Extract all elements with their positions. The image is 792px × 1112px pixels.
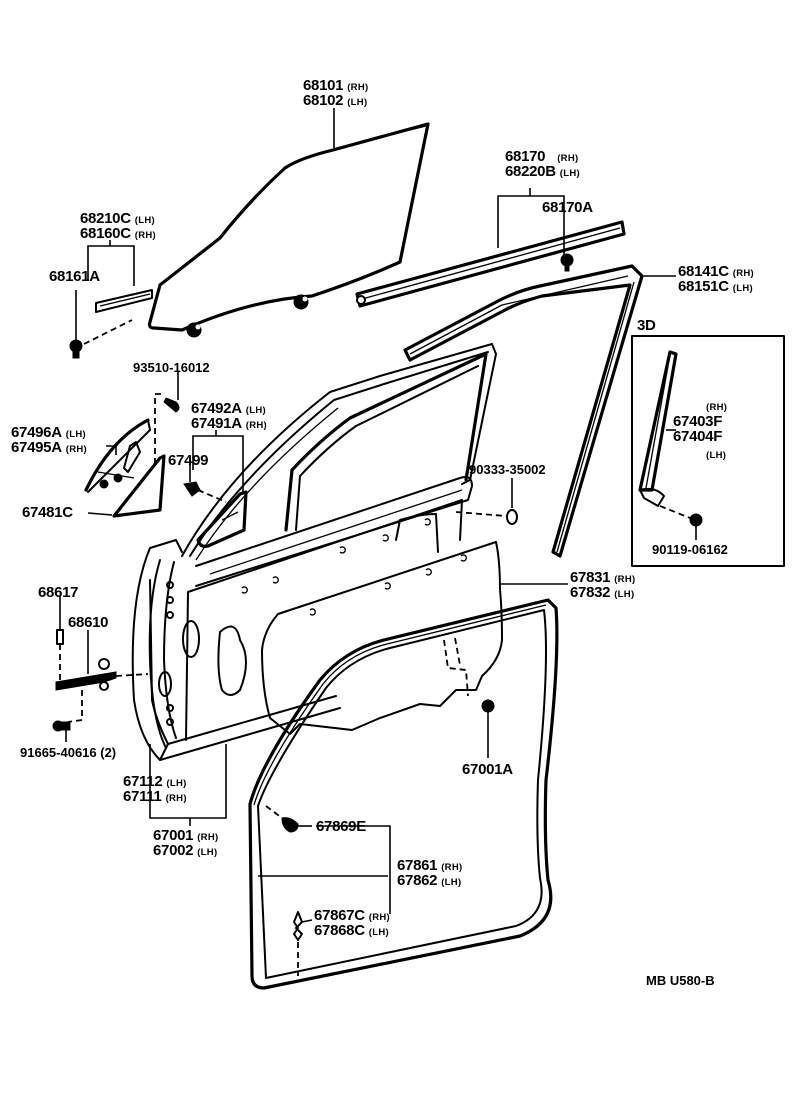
callout-ws-retainer[interactable]: 67867C(RH) 67868C(LH) — [314, 907, 390, 939]
callout-screw[interactable]: 93510-16012 — [133, 360, 210, 375]
callout-glass[interactable]: 68101(RH) 68102(LH) — [303, 77, 369, 109]
callout-inset-screw[interactable]: 90119-06162 — [652, 542, 728, 557]
check-pin[interactable] — [56, 629, 64, 645]
door-weatherstrip[interactable] — [248, 598, 559, 990]
channel-bolt[interactable] — [69, 339, 83, 359]
plug[interactable] — [506, 509, 518, 525]
door-panel[interactable] — [131, 343, 497, 761]
glass-run[interactable] — [403, 264, 644, 558]
callout-run-channel[interactable]: 68210C(LH) 68160C(RH) — [80, 210, 156, 242]
callout-plug[interactable]: 90333-35002 — [469, 462, 546, 477]
quarter-glass[interactable] — [84, 418, 151, 493]
callout-ws-clip[interactable]: 67869E — [316, 818, 366, 835]
figure-code: MB U580-B — [646, 973, 715, 988]
callout-door-assy[interactable]: 67001(RH) 67002(LH) — [153, 827, 219, 859]
ws-clip[interactable] — [281, 817, 312, 833]
screw[interactable] — [163, 397, 180, 413]
belt-clip[interactable] — [560, 253, 574, 272]
ws-retainer[interactable] — [293, 911, 303, 941]
callout-quarter-glass[interactable]: 67496A(LH) 67495A(RH) — [11, 424, 87, 456]
quarter-weatherstrip[interactable] — [112, 454, 166, 518]
callout-inset-part[interactable]: 67403F 67404F — [673, 413, 723, 445]
door-glass[interactable] — [147, 122, 430, 338]
check-bolt[interactable] — [52, 720, 71, 732]
callout-check-bolt[interactable]: 91665-40616 (2) — [20, 745, 117, 760]
glass-bracket-front — [186, 322, 202, 338]
inset-screw[interactable] — [689, 513, 703, 540]
service-hole-cover[interactable] — [261, 541, 503, 735]
callout-belt-moulding[interactable]: 68170(RH) 68220B(LH) — [505, 148, 580, 180]
inset-side-bottom: (LH) — [706, 450, 727, 461]
sash-clip[interactable] — [183, 462, 201, 497]
callout-service-cover[interactable]: 67831(RH) 67832(LH) — [570, 569, 636, 601]
callout-door-check[interactable]: 68610 — [68, 614, 109, 631]
run-channel[interactable] — [95, 289, 153, 313]
callout-quarter-weatherstrip[interactable]: 67481C — [22, 504, 73, 521]
callout-glass-run[interactable]: 68141C(RH) 68151C(LH) — [678, 263, 754, 295]
callout-channel-bolt[interactable]: 68161A — [49, 268, 100, 285]
inset-box — [631, 335, 785, 567]
cover-clip[interactable] — [481, 699, 495, 713]
belt-moulding[interactable] — [355, 220, 626, 308]
door-check[interactable] — [55, 658, 117, 691]
partition-sash[interactable] — [196, 490, 248, 548]
inset-division-bar[interactable] — [638, 350, 678, 507]
inset-side-top: (RH) — [706, 402, 728, 413]
inset-label: 3D — [637, 317, 656, 334]
callout-check-pin[interactable]: 68617 — [38, 584, 79, 601]
callout-belt-clip[interactable]: 68170A — [542, 199, 593, 216]
glass-bracket-rear — [293, 294, 309, 310]
panel-clip-holes — [241, 518, 467, 616]
callout-weatherstrip[interactable]: 67861(RH) 67862(LH) — [397, 857, 463, 889]
callout-sash-clip[interactable]: 67499 — [168, 452, 209, 469]
callout-cover-clip[interactable]: 67001A — [462, 761, 513, 778]
callout-door-panel[interactable]: 67112(LH) 67111(RH) — [123, 773, 187, 805]
callout-partition-sash[interactable]: 67492A(LH) 67491A(RH) — [191, 400, 267, 432]
